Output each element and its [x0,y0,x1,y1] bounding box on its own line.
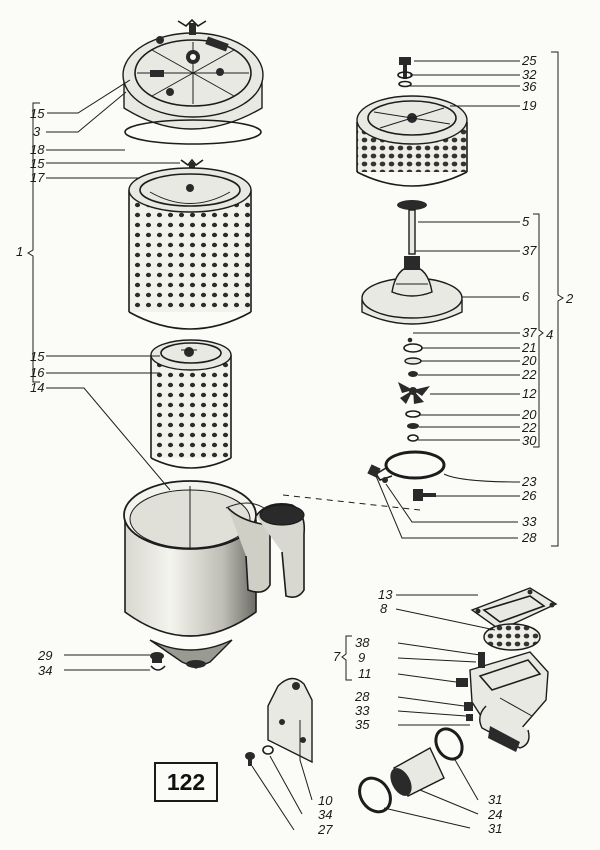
clamp-23 [374,450,446,481]
clamp-31-lower [358,776,392,814]
callout-label-14: 14 [30,380,45,395]
washer-34-left [150,665,166,671]
callout-label-11: 11 [358,666,372,681]
callout-label-36: 36 [522,79,537,94]
ball-37 [407,337,413,343]
callout-label-1: 1 [16,244,24,259]
pump-body [469,651,549,752]
callout-label-5: 5 [522,214,530,229]
callout-label-18: 18 [30,142,45,157]
wing-nut-15-mid [180,158,204,172]
washer-22-upper [408,371,418,377]
callout-label-13: 13 [378,587,393,602]
callout-label-2: 2 [566,291,574,306]
cover-plate-13 [470,587,558,631]
washer-36 [398,80,412,88]
impeller-12 [398,382,430,404]
callout-label-37: 37 [522,243,537,258]
cover-part-3 [122,32,264,130]
callout-label-33: 33 [522,514,537,529]
callout-label-15: 15 [30,106,45,121]
callout-label-25: 25 [522,53,537,68]
plate-6 [361,256,463,325]
callout-label-19: 19 [522,98,537,113]
nut-28-33 [367,464,388,483]
clamp-31-upper [434,727,464,761]
callout-label-9: 9 [358,650,366,665]
mesh-disk-8 [483,623,541,651]
washer-20-lower [405,410,421,418]
screw-27 [245,752,255,766]
callout-label-12: 12 [522,386,537,401]
callout-label-6: 6 [522,289,530,304]
callout-label-15: 15 [30,349,45,364]
screw-29 [150,652,164,663]
callout-label-37: 37 [522,325,537,340]
callout-label-21: 21 [522,340,537,355]
callout-label-3: 3 [33,124,41,139]
callout-label-23: 23 [522,474,537,489]
figure-number-plate: 122 [154,762,218,802]
callout-label-22: 22 [522,367,537,382]
washer-22-lower [407,423,419,429]
callout-label-38: 38 [355,635,370,650]
callout-label-7: 7 [333,649,341,664]
hose-24 [390,747,445,797]
callout-label-32: 32 [522,67,537,82]
callout-label-31: 31 [488,792,503,807]
bolt-25 [399,57,411,79]
callout-label-24: 24 [488,807,503,822]
callout-label-30: 30 [522,433,537,448]
bolt-26 [413,489,436,501]
callout-label-20: 20 [522,353,537,368]
bolt-28-33-35 [464,702,473,721]
leader-lines [27,51,564,831]
bracket-10 [267,677,313,764]
alignment-dash [282,494,421,511]
nut-21 [403,343,423,353]
wing-nut-15-top [177,18,207,35]
housing-14 [123,480,306,669]
callout-label-28: 28 [355,689,370,704]
washer-20-upper [404,357,422,365]
mesh-element-19 [356,95,468,187]
callout-label-4: 4 [546,327,554,342]
callout-label-16: 16 [30,365,45,380]
gasket-18 [124,119,262,145]
fitting-38-9 [478,652,485,668]
callout-label-34: 34 [318,807,333,822]
callout-label-35: 35 [355,717,370,732]
callout-label-20: 20 [522,407,537,422]
plug-11 [456,678,468,687]
stem-5 [397,200,427,255]
callout-label-34: 34 [38,663,53,678]
callout-label-17: 17 [30,170,45,185]
callout-label-31: 31 [488,821,503,836]
callout-label-29: 29 [38,648,53,663]
washer-34-bottom [262,745,274,755]
callout-label-26: 26 [522,488,537,503]
callout-label-15: 15 [30,156,45,171]
callout-label-33: 33 [355,703,370,718]
callout-label-22: 22 [522,420,537,435]
filter-element-17 [128,167,252,330]
callout-label-8: 8 [380,601,388,616]
filter-element-16 [150,339,232,469]
washer-30 [407,434,419,442]
callout-label-27: 27 [318,822,333,837]
callout-label-10: 10 [318,793,333,808]
callout-label-28: 28 [522,530,537,545]
